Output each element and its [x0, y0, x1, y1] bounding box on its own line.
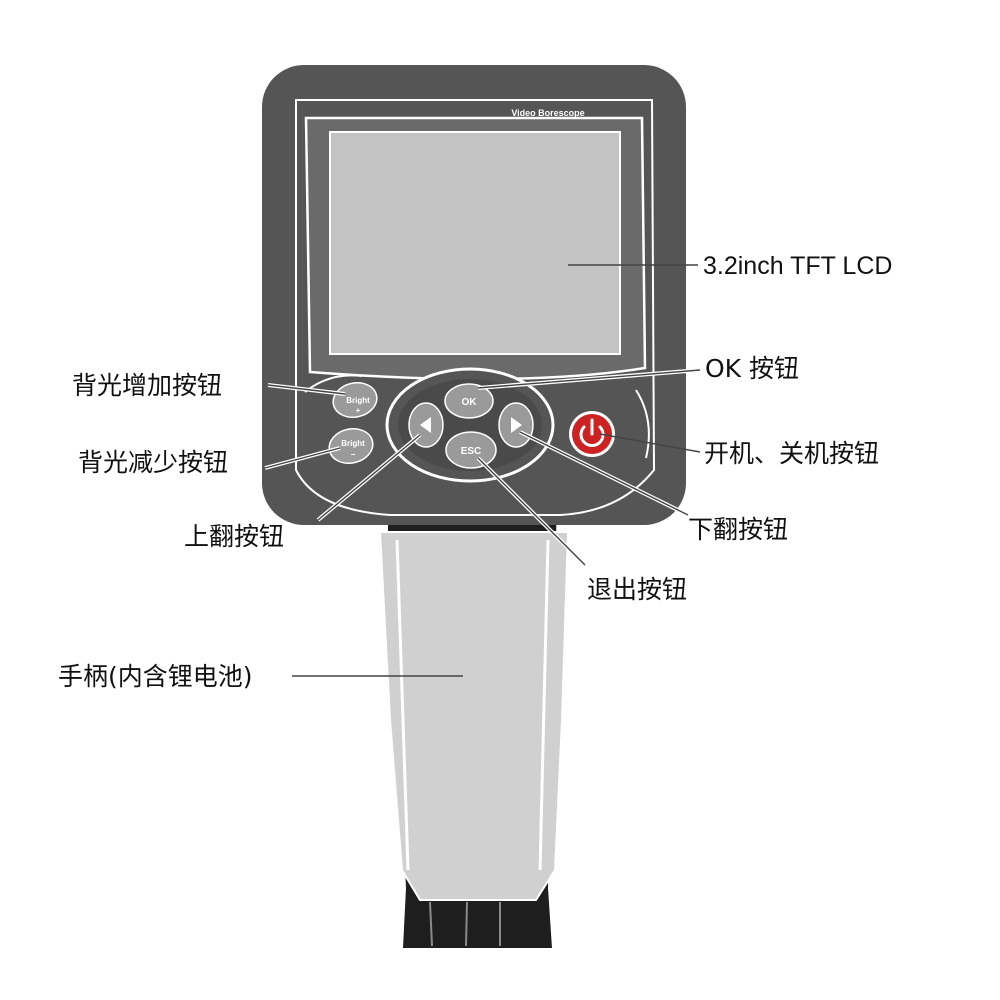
leader-page-down: [519, 431, 689, 516]
dpad-inner: [398, 379, 542, 471]
leader-page-up: [317, 434, 421, 521]
callout-page-up: 上翻按钮: [184, 522, 284, 551]
backlight-up-label: Bright: [346, 396, 370, 405]
power-button[interactable]: [569, 411, 615, 457]
callout-lcd: 3.2inch TFT LCD: [703, 252, 892, 280]
page-down-button[interactable]: [498, 402, 534, 448]
leader-exit: [477, 457, 586, 566]
callout-backlight-down: 背光减少按钮: [78, 448, 228, 477]
ok-button[interactable]: OK: [444, 383, 494, 419]
callout-power-button: 开机、关机按钮: [704, 439, 879, 468]
lcd-screen: [329, 131, 621, 355]
backlight-up-button[interactable]: Bright +: [330, 379, 380, 421]
esc-button[interactable]: ESC: [445, 431, 497, 469]
handle-base-gaps: [429, 901, 501, 947]
leader-power: [599, 433, 701, 453]
power-icon: [579, 418, 605, 447]
backlight-down-label: Bright: [341, 439, 365, 448]
body-outline: [295, 99, 656, 516]
handle: [378, 498, 570, 948]
leader-ok: [477, 369, 701, 389]
backlight-up-sign: +: [356, 406, 361, 415]
left-arrow-icon: [420, 417, 431, 433]
leader-backlight-up: [267, 384, 346, 395]
leader-lines: [264, 264, 701, 677]
device-head: Video Borescope OK ESC Bright: [262, 65, 686, 525]
callout-backlight-up: 背光增加按钮: [72, 371, 222, 400]
esc-button-label: ESC: [461, 446, 482, 457]
callout-ok-button: OK 按钮: [705, 354, 799, 383]
handle-grip: [378, 531, 570, 901]
leader-backlight-down: [264, 447, 341, 469]
brand-label: Video Borescope: [511, 108, 584, 118]
backlight-down-sign: −: [351, 450, 356, 459]
right-arrow-icon: [511, 417, 522, 433]
handle-grip-inner-line: [395, 539, 550, 871]
callout-labels: 3.2inch TFT LCD OK 按钮 开机、关机按钮 背光增加按钮 背光减…: [58, 252, 892, 691]
callout-page-down: 下翻按钮: [688, 515, 788, 544]
callout-handle: 手柄(内含锂电池): [58, 662, 253, 691]
callout-exit-button: 退出按钮: [587, 575, 687, 604]
ok-button-label: OK: [462, 397, 478, 408]
